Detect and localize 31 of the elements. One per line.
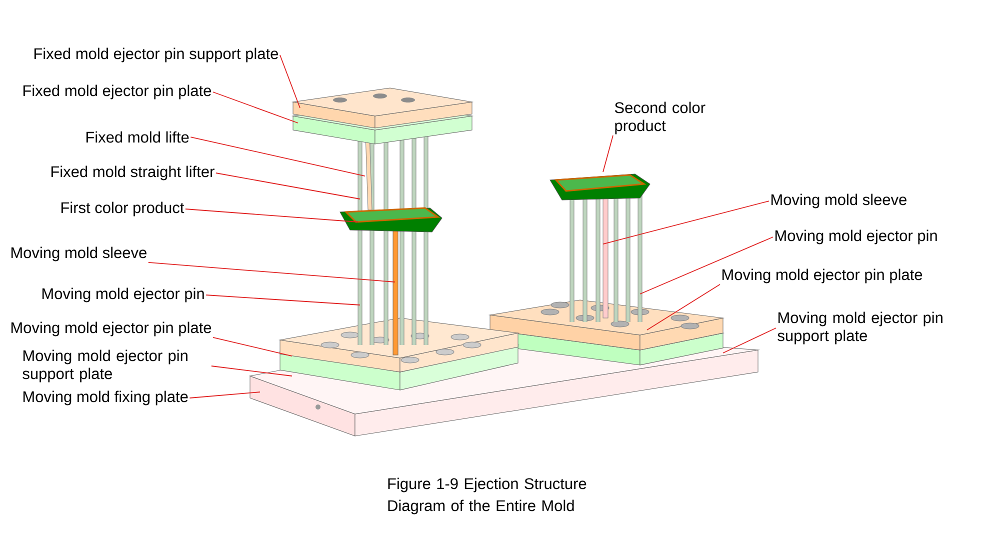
leader-line: [215, 172, 360, 200]
leader-line: [640, 236, 774, 294]
leader-line: [722, 328, 776, 354]
part-label: Moving mold ejector pin plate: [722, 268, 922, 284]
leader-line: [185, 208, 358, 222]
part-label: Moving mold ejector pin support plate: [778, 312, 942, 344]
part-label: Fixed mold straight lifter: [51, 166, 214, 180]
part-label: Moving mold ejector pin: [42, 288, 204, 302]
leader-line: [148, 262, 396, 282]
leader-line: [190, 136, 366, 176]
leader-line: [602, 200, 770, 244]
part-label: Moving mold ejector pin: [775, 230, 937, 244]
part-label: Fixed mold ejector pin support plate: [34, 48, 278, 62]
figure-caption: Figure 1-9 Ejection Structure Diagram of the Entire Mold: [388, 478, 586, 514]
leader-line: [212, 336, 292, 356]
part-label: Fixed mold ejector pin plate: [23, 84, 212, 100]
leader-line: [206, 294, 360, 306]
part-label: Moving mold sleeve: [771, 194, 906, 208]
part-label: First color product: [61, 202, 184, 216]
leader-line: [280, 54, 300, 108]
part-label: Second color product: [614, 102, 706, 134]
part-label: Moving mold ejector pin support plate: [22, 350, 188, 382]
part-label: Fixed mold lifte: [86, 131, 189, 143]
part-label: Moving mold ejector pin plate: [11, 322, 212, 336]
leader-line: [210, 366, 292, 376]
leader-line: [646, 284, 720, 330]
part-label: Moving mold sleeve: [11, 246, 146, 262]
part-label: Moving mold fixing plate: [23, 390, 188, 406]
leader-line: [189, 392, 260, 398]
leader-line: [602, 134, 614, 172]
leader-line: [212, 92, 298, 124]
